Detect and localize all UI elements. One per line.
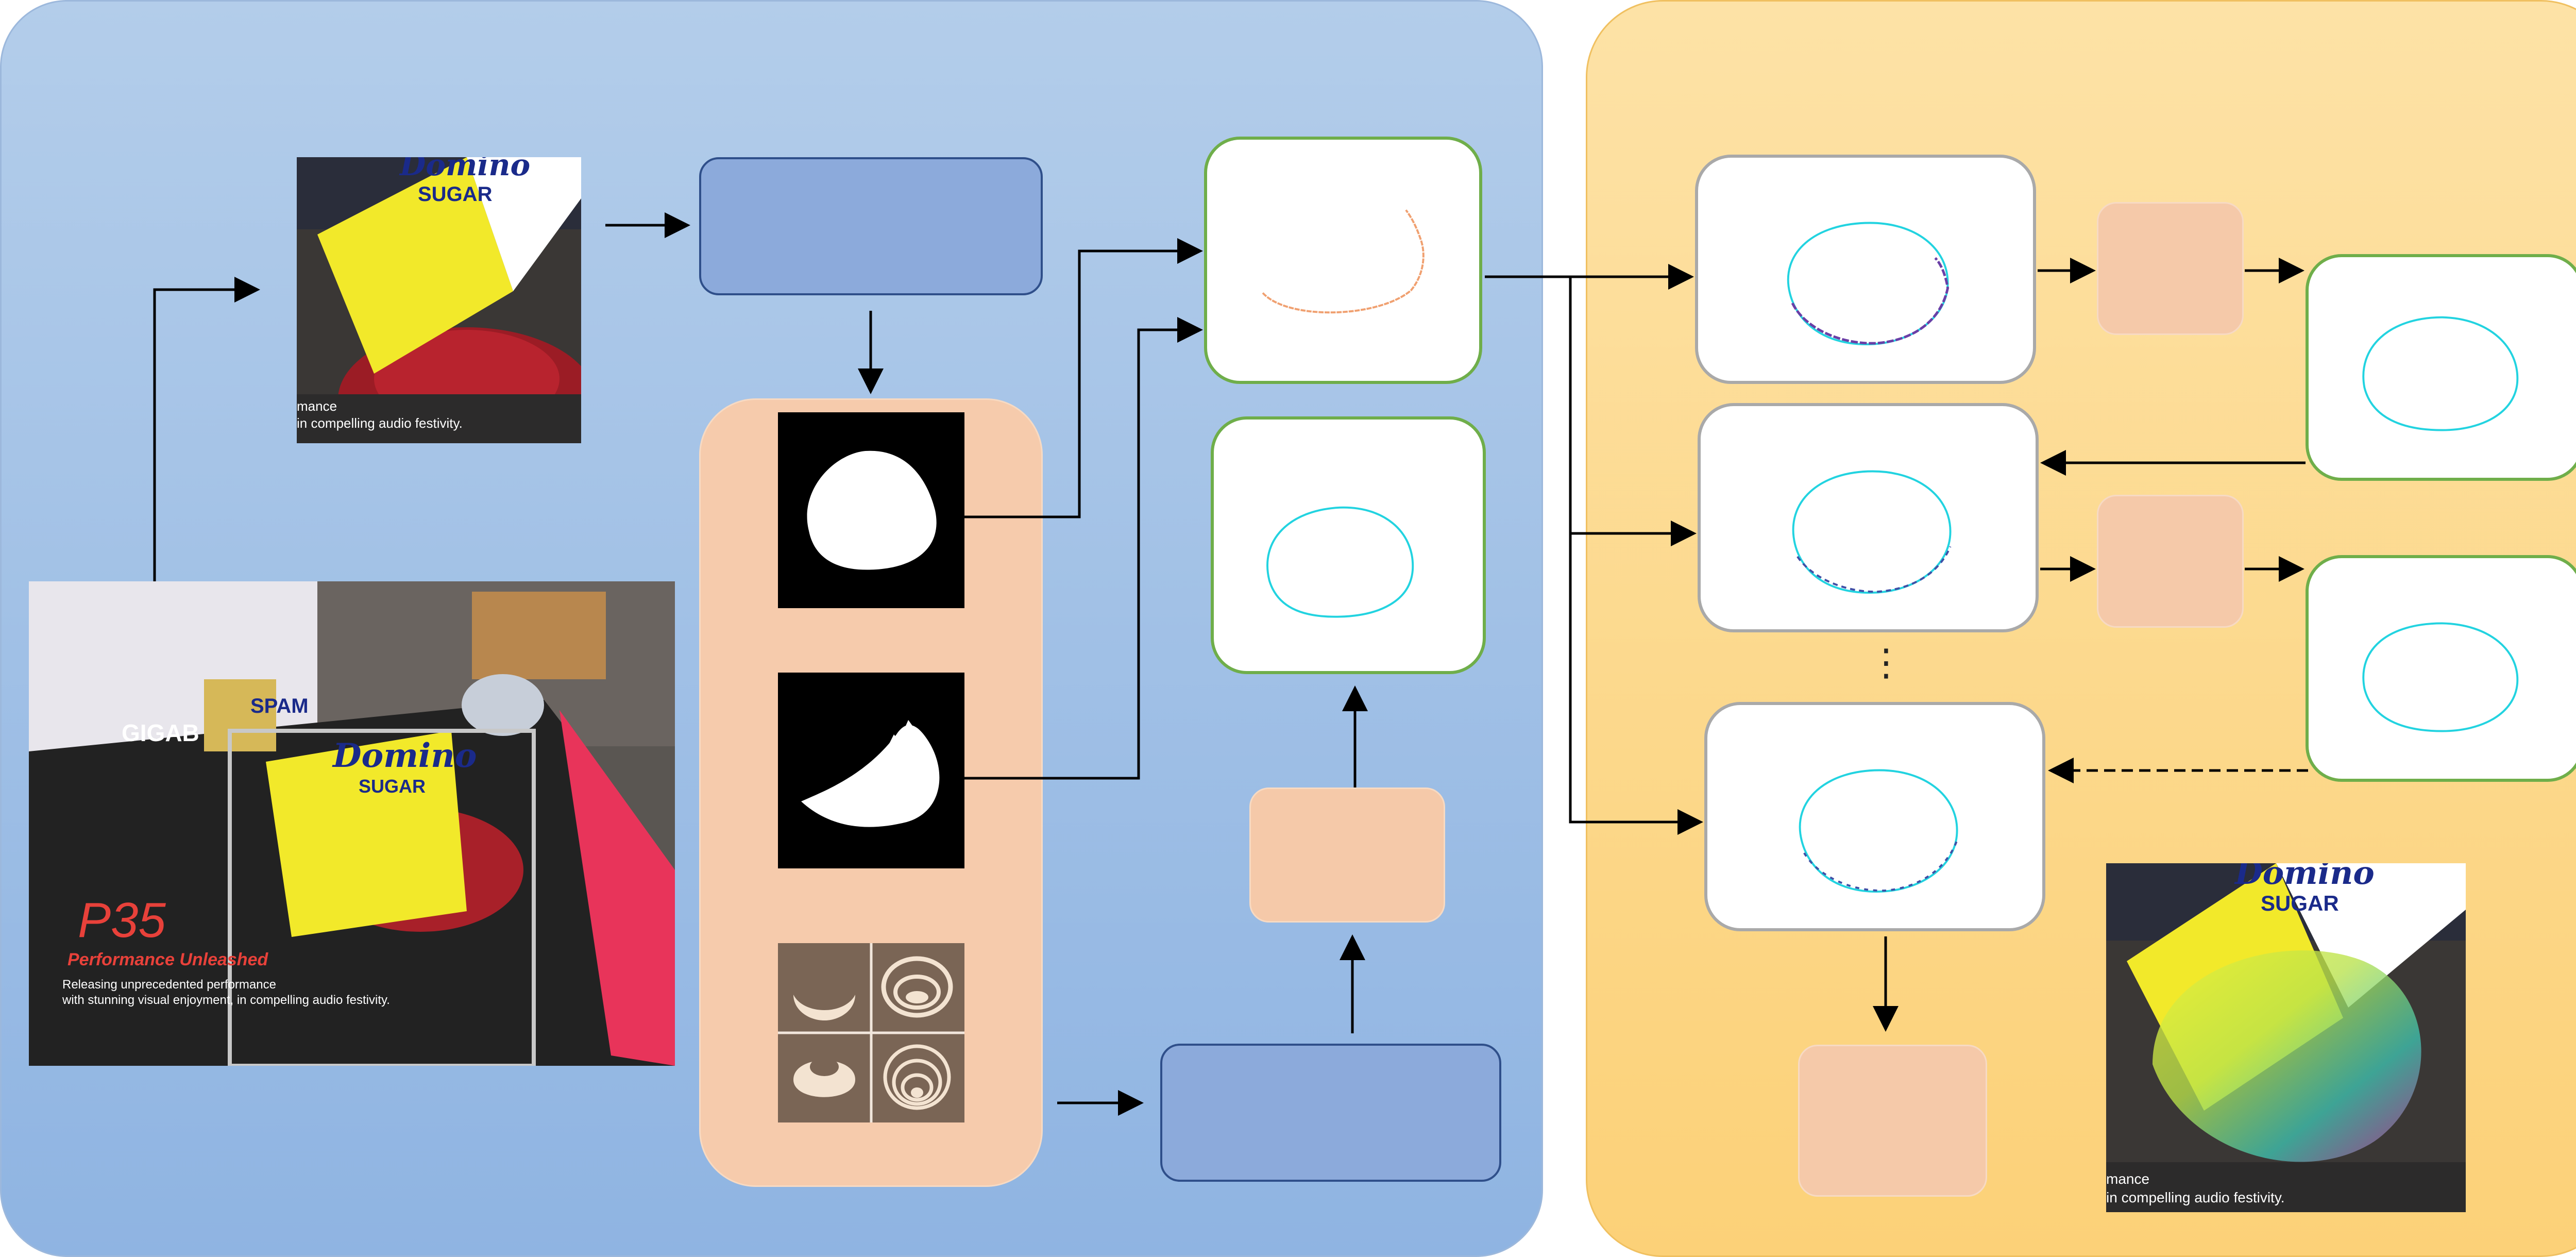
scene-desc1-text: Releasing unprecedented performance xyxy=(62,978,276,992)
refined-contour-1 xyxy=(2306,254,2576,481)
scene-box-text: GIGAB xyxy=(122,719,199,746)
iteration-n-contour xyxy=(1704,702,2045,931)
output-module-box xyxy=(1798,1045,1987,1197)
mask-full-thumb xyxy=(778,412,964,608)
partial-contour-box xyxy=(1204,137,1482,384)
refine-module-2 xyxy=(2097,495,2244,628)
refine-module-1 xyxy=(2097,202,2244,335)
scene-desc2-text: with stunning visual enjoyment, in compe… xyxy=(62,993,390,1007)
scene-product-text: SUGAR xyxy=(359,776,426,797)
result-overlay-photo: Domino SUGAR mance in compelling audio f… xyxy=(2106,863,2466,1212)
ellipsis-dots: ⋮ xyxy=(1868,641,1905,684)
scene-can-text: SPAM xyxy=(250,695,309,717)
iteration-2-contour xyxy=(1698,403,2039,632)
crop-caption2-text: in compelling audio festivity. xyxy=(297,415,463,431)
cropped-object-photo: Domino SUGAR mance in compelling audio f… xyxy=(297,157,581,443)
mask-partial-thumb xyxy=(778,673,964,868)
result-product-text: SUGAR xyxy=(2261,891,2339,915)
result-caption-text: mance xyxy=(2106,1171,2149,1187)
input-scene-photo: GIGAB SPAM Domino SUGAR P35 Performance … xyxy=(29,581,675,1066)
prior-module-box xyxy=(1249,787,1445,923)
shape-encoder-module-box xyxy=(1160,1044,1501,1182)
prior-contour-box xyxy=(1211,416,1486,674)
refined-contour-2 xyxy=(2306,555,2576,782)
result-brand-text: Domino xyxy=(2234,863,2375,892)
iteration-1-contour xyxy=(1695,155,2036,384)
crop-caption-text: mance xyxy=(297,398,337,414)
scene-model-text: P35 xyxy=(78,893,166,948)
shape-pattern-grid xyxy=(778,943,964,1122)
crop-product-text: SUGAR xyxy=(418,183,493,206)
scene-tagline-text: Performance Unleashed xyxy=(67,950,268,969)
encoder-module-box xyxy=(699,157,1043,295)
crop-brand-text: Domino xyxy=(399,157,530,182)
scene-brand-text: Domino xyxy=(332,736,477,775)
result-caption2-text: in compelling audio festivity. xyxy=(2106,1189,2285,1205)
